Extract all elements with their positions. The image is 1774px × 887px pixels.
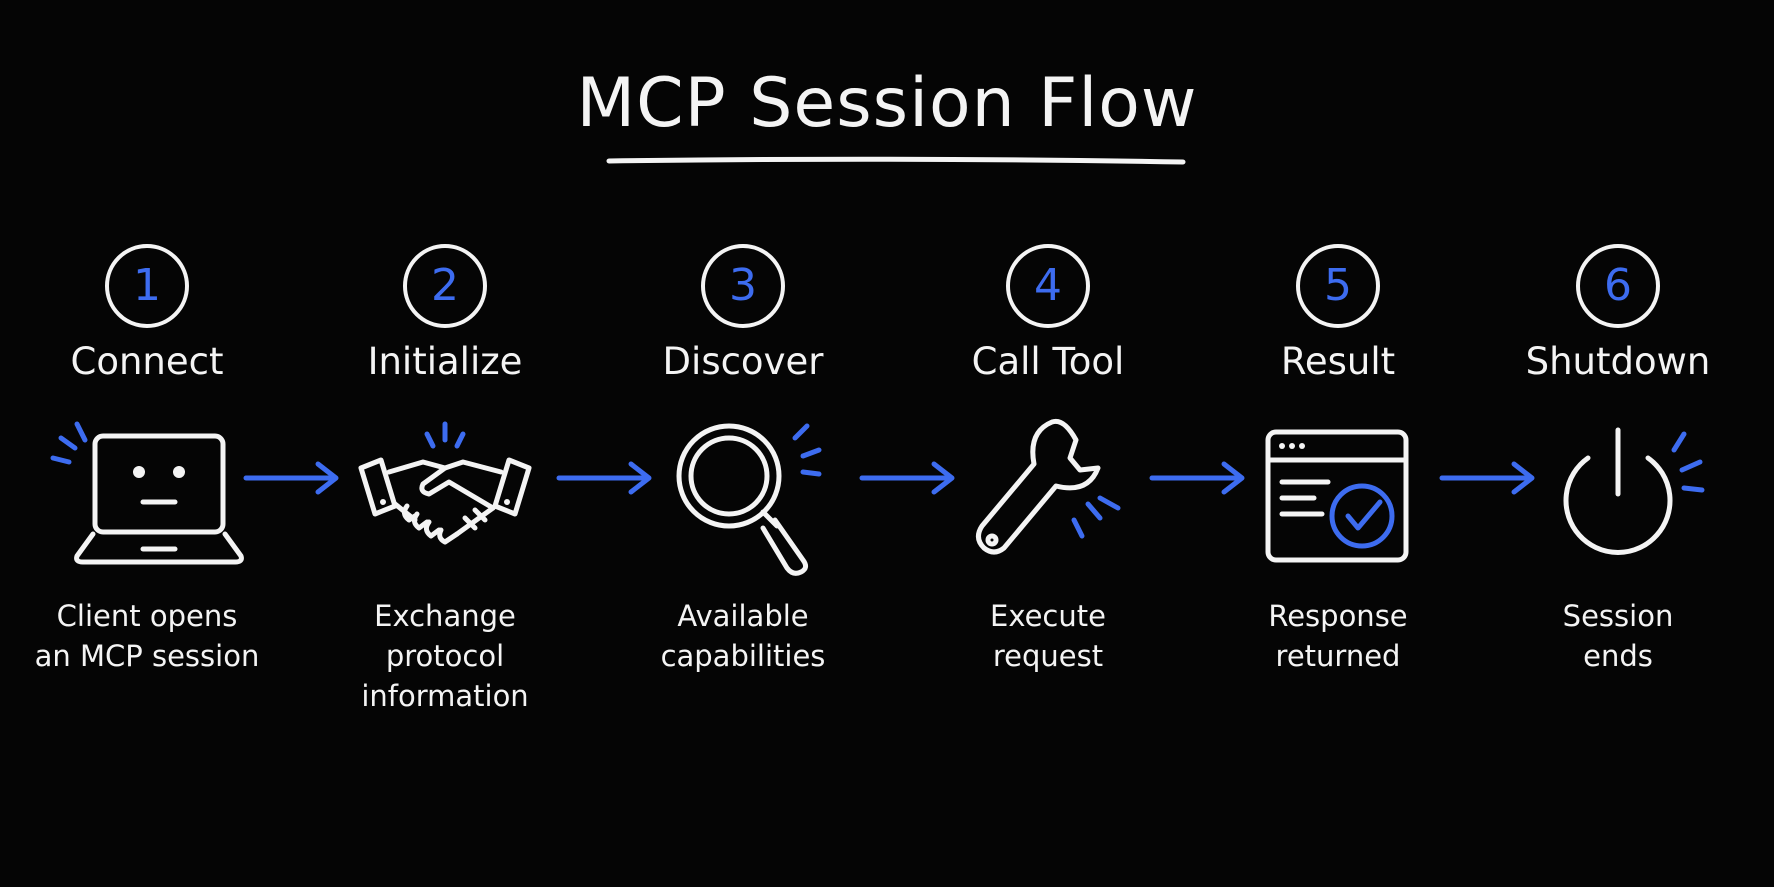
step-connect: 1 Connect Client opens an MCP session [17,0,277,887]
arrow-right-icon [859,461,955,495]
step-discover: 3 Discover Available capabilities [613,0,873,887]
step-result: 5 Result Response returned [1208,0,1468,887]
step-label: Connect [70,340,224,383]
step-description: Available capabilities [660,599,826,673]
step-description: Exchange protocol information [361,599,529,713]
magnifier-icon [676,423,822,576]
laptop-icon [50,421,244,565]
arrow-right-icon [243,461,339,495]
step-label: Call Tool [971,340,1125,383]
step-initialize: 2 Initialize Exchange protocol informati… [315,0,575,887]
step-number-badge: 4 [1006,244,1090,328]
step-shutdown: 6 Shutdown Session ends [1488,0,1748,887]
step-label: Discover [662,340,824,383]
step-number-badge: 2 [403,244,487,328]
power-icon [1563,427,1705,555]
step-label: Initialize [367,340,523,383]
step-description: Response returned [1268,599,1408,673]
step-description: Session ends [1562,599,1674,673]
window-check-icon [1265,429,1409,563]
step-number-badge: 1 [105,244,189,328]
step-label: Shutdown [1525,340,1711,383]
title-underline [606,156,1186,165]
arrow-right-icon [1149,461,1245,495]
step-description: Execute request [990,599,1106,673]
step-call-tool: 4 Call Tool Execute request [918,0,1178,887]
step-description: Client opens an MCP session [34,599,260,673]
handshake-icon [358,421,532,545]
step-number-badge: 3 [701,244,785,328]
wrench-icon [976,418,1121,555]
diagram-title: MCP Session Flow [576,64,1198,143]
step-number-badge: 6 [1576,244,1660,328]
step-number-badge: 5 [1296,244,1380,328]
arrow-right-icon [556,461,652,495]
step-label: Result [1280,340,1396,383]
arrow-right-icon [1439,461,1535,495]
